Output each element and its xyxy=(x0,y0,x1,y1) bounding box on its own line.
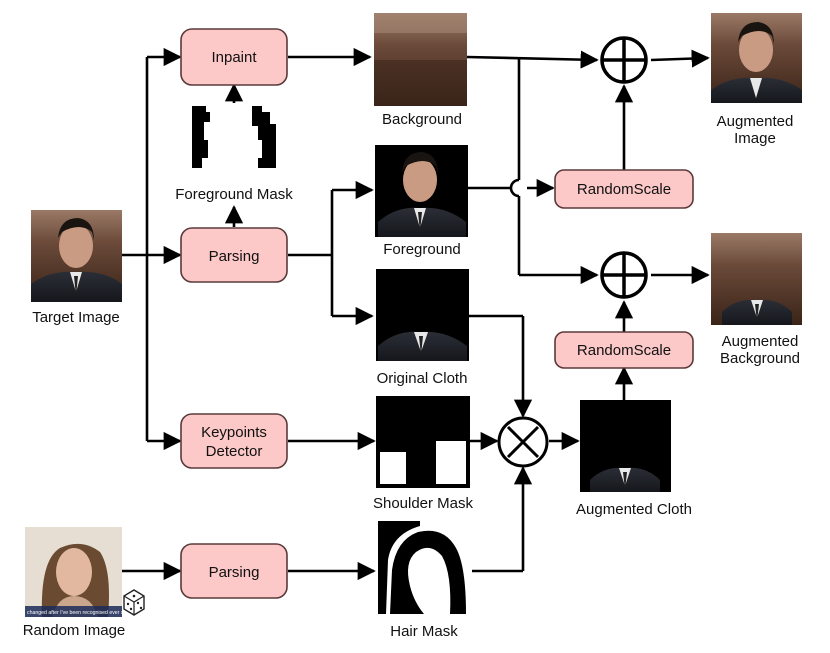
label-random-image: Random Image xyxy=(23,622,126,639)
original-cloth-image xyxy=(376,269,469,361)
label-hair-mask: Hair Mask xyxy=(390,623,458,640)
augmented-cloth-image xyxy=(580,400,671,492)
times-operator xyxy=(497,416,549,468)
augmented-background-image xyxy=(711,233,802,325)
arrow-plus-to-augmented-image xyxy=(650,49,710,68)
box-parsing-top-label: Parsing xyxy=(209,248,260,265)
label-foreground: Foreground xyxy=(383,241,461,258)
box-keypoints-detector[interactable]: Keypoints Detector xyxy=(180,413,288,469)
box-random-scale-top[interactable]: RandomScale xyxy=(554,169,694,209)
label-augmented-background-1: Augmented xyxy=(722,333,799,350)
background-image xyxy=(374,13,467,106)
box-keypoints-label-2: Detector xyxy=(206,443,263,460)
label-target-image: Target Image xyxy=(32,309,120,326)
hair-mask-image xyxy=(378,521,471,614)
foreground-image xyxy=(375,145,468,237)
shoulder-mask-image xyxy=(376,396,470,488)
label-shoulder-mask: Shoulder Mask xyxy=(373,495,474,512)
box-parsing-bottom[interactable]: Parsing xyxy=(180,543,288,599)
label-augmented-image-1: Augmented xyxy=(717,113,794,130)
label-background: Background xyxy=(382,111,462,128)
box-parsing-top[interactable]: Parsing xyxy=(180,227,288,283)
label-augmented-image-2: Image xyxy=(734,130,776,147)
label-augmented-cloth: Augmented Cloth xyxy=(576,501,692,518)
augmented-image xyxy=(711,13,802,103)
box-inpaint[interactable]: Inpaint xyxy=(180,28,288,86)
box-random-scale-bottom-label: RandomScale xyxy=(577,342,671,359)
foreground-mask-image xyxy=(189,103,279,170)
plus-operator-bottom xyxy=(600,251,648,299)
box-random-scale-bottom[interactable]: RandomScale xyxy=(554,331,694,369)
label-foreground-mask: Foreground Mask xyxy=(175,186,293,203)
label-original-cloth: Original Cloth xyxy=(377,370,468,387)
connectors xyxy=(122,47,710,581)
dice-icon xyxy=(123,589,145,616)
plus-operator-top xyxy=(600,36,648,84)
random-image-caption: changed after I've been recognised ever … xyxy=(27,610,194,616)
box-inpaint-label: Inpaint xyxy=(211,49,257,66)
label-augmented-background-2: Background xyxy=(720,350,800,367)
target-image xyxy=(31,210,122,302)
box-keypoints-label-1: Keypoints xyxy=(201,424,267,441)
box-random-scale-top-label: RandomScale xyxy=(577,181,671,198)
line-hop xyxy=(509,178,520,198)
random-image: changed after I've been recognised ever … xyxy=(25,527,194,617)
box-parsing-bottom-label: Parsing xyxy=(209,564,260,581)
arrow-background-to-plus xyxy=(466,50,599,69)
